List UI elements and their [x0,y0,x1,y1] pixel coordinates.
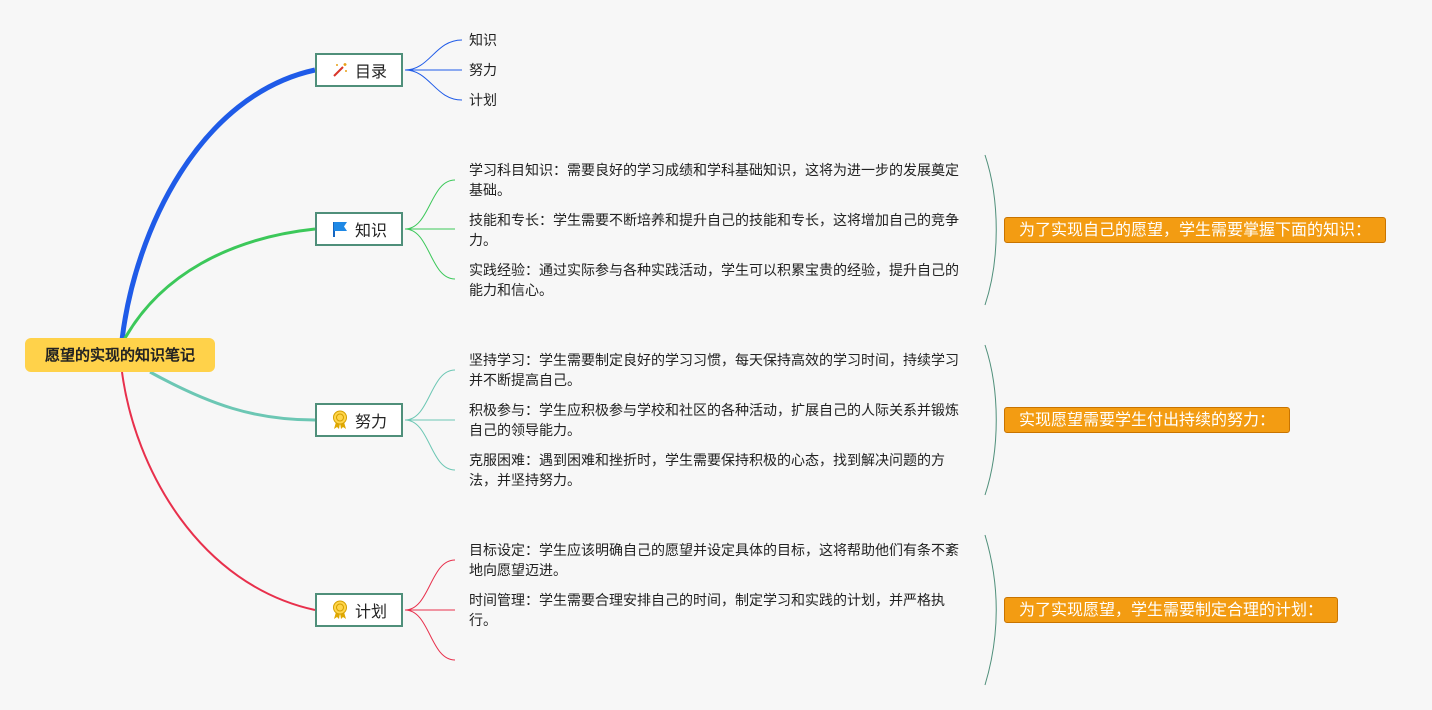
link-root-plan [121,371,316,611]
magic-wand-icon [331,61,349,79]
toc-item[interactable]: 计划 [469,93,497,109]
award-ribbon-icon [331,600,349,620]
branch-effort[interactable]: 努力 [315,403,403,437]
effort-item[interactable]: 积极参与：学生应积极参与学校和社区的各种活动，扩展自己的人际关系并锻炼自己的领导… [469,403,959,439]
branch-label: 目录 [354,62,387,81]
branch-label: 努力 [354,412,387,431]
summary-bracket-plan [984,534,997,686]
summary-knowledge[interactable]: 为了实现自己的愿望，学生需要掌握下面的知识： [1004,217,1387,243]
summary-plan[interactable]: 为了实现愿望，学生需要制定合理的计划： [1004,597,1339,623]
link-toc-3 [404,69,463,101]
link-root-toc [119,67,316,341]
plan-item-empty[interactable] [469,641,963,661]
summary-bracket-effort [984,344,997,496]
branch-label: 计划 [354,602,387,621]
summary-effort[interactable]: 实现愿望需要学生付出持续的努力： [1004,407,1291,433]
award-ribbon-icon [331,410,349,430]
summary-bracket-knowledge [984,154,997,306]
link-knowledge-1 [404,179,456,230]
knowledge-item[interactable]: 实践经验：通过实际参与各种实践活动，学生可以积累宝贵的经验，提升自己的能力和信心… [469,263,959,299]
branch-label: 知识 [354,221,387,240]
plan-item[interactable]: 时间管理：学生需要合理安排自己的时间，制定学习和实践的计划，并严格执行。 [469,593,945,629]
blue-flag-icon [331,220,349,238]
link-plan-1 [404,559,456,611]
link-effort-1 [404,369,456,421]
link-knowledge-3 [404,228,456,280]
link-plan-3 [404,609,456,661]
branch-knowledge[interactable]: 知识 [315,212,403,246]
link-root-effort [149,370,316,422]
effort-item[interactable]: 坚持学习：学生需要制定良好的学习习惯，每天保持高效的学习时间，持续学习并不断提高… [469,353,959,389]
knowledge-item[interactable]: 技能和专长：学生需要不断培养和提升自己的技能和专长，这将增加自己的竞争力。 [469,213,959,249]
knowledge-item[interactable]: 学习科目知识：需要良好的学习成绩和学科基础知识，这将为进一步的发展奠定基础。 [469,163,959,199]
toc-item[interactable]: 努力 [469,63,497,79]
plan-item[interactable]: 目标设定：学生应该明确自己的愿望并设定具体的目标，这将帮助他们有条不紊地向愿望迈… [469,543,959,579]
toc-item[interactable]: 知识 [469,33,497,49]
root-topic[interactable]: 愿望的实现的知识笔记 [25,338,215,372]
link-toc-1 [404,39,463,71]
branch-plan[interactable]: 计划 [315,593,403,627]
effort-item[interactable]: 克服困难：遇到困难和挫折时，学生需要保持积极的心态，找到解决问题的方法，并坚持努… [469,453,945,489]
link-root-knowledge [122,227,316,341]
branch-toc[interactable]: 目录 [315,53,403,87]
link-effort-3 [404,419,456,471]
